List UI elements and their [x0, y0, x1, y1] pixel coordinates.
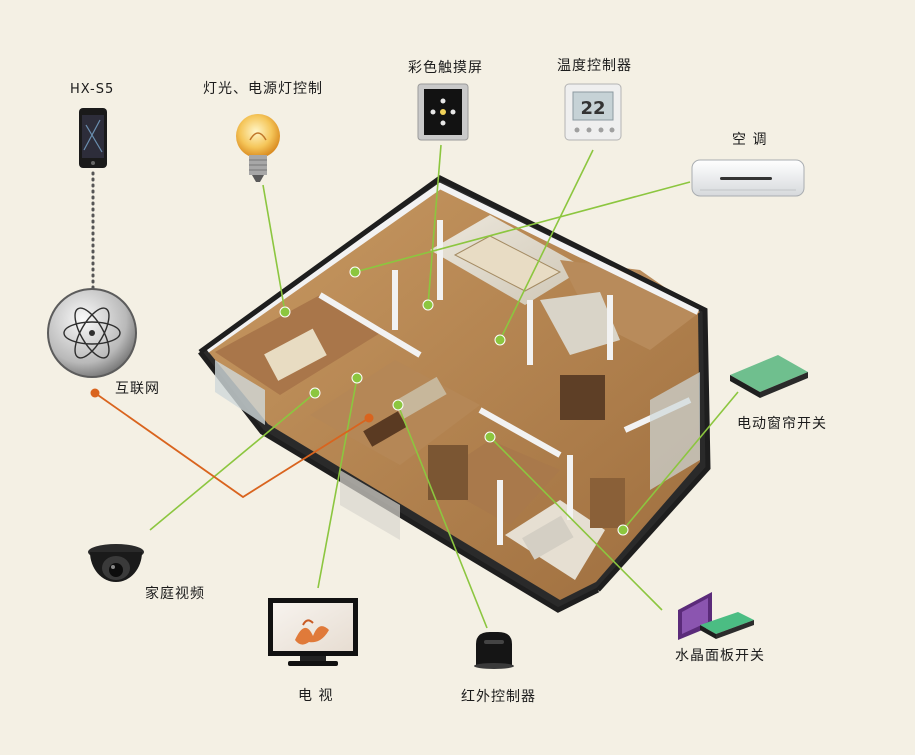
connection-lines [149, 144, 739, 629]
touchscreen-panel-icon [417, 83, 469, 141]
crystal-panel-label: 水晶面板开关 [675, 648, 765, 664]
line-tv [317, 377, 358, 589]
aircon-label: 空 调 [732, 132, 768, 148]
ir-controller-label: 红外控制器 [461, 689, 536, 705]
touchscreen-label: 彩色触摸屏 [408, 60, 483, 76]
thermostat-display: 22 [580, 98, 605, 119]
dot-ir [392, 399, 404, 411]
air-conditioner-icon [691, 159, 805, 197]
curtain-switch-icon [730, 355, 808, 398]
line-camera [149, 392, 316, 531]
smartphone-icon [79, 108, 107, 168]
ir-controller-icon [474, 632, 514, 669]
security-camera-icon [88, 544, 144, 582]
shelf-unit [560, 375, 605, 420]
dot-internet-end [364, 413, 374, 423]
internet-globe-icon [47, 288, 137, 378]
dot-light [279, 306, 291, 318]
camera-label: 家庭视频 [145, 586, 205, 602]
phone-label: HX-S5 [70, 82, 115, 97]
television-icon [268, 598, 358, 666]
right-room [560, 260, 700, 350]
window-left [215, 360, 265, 425]
dot-curtain [617, 524, 629, 536]
thermostat-icon: 22 [564, 83, 622, 141]
bed-left [264, 328, 327, 381]
sofa [393, 376, 447, 420]
wardrobe-2 [590, 478, 625, 528]
curtain-switch-label: 电动窗帘开关 [737, 416, 827, 432]
bathroom [540, 292, 620, 355]
coffee-table [363, 411, 407, 447]
light-bulb-icon [236, 114, 280, 182]
line-ir [397, 404, 488, 629]
dot-crystal [484, 431, 496, 443]
window-bottom [340, 470, 400, 540]
window-right [650, 372, 700, 490]
bed-lower [522, 515, 574, 560]
dot-touchscreen [422, 299, 434, 311]
kitchen-counter [453, 235, 562, 292]
connection-dots [279, 266, 629, 536]
dot-thermostat [494, 334, 506, 346]
walls [205, 182, 700, 545]
line-internet [94, 392, 370, 499]
floor-plan [198, 175, 711, 613]
internet-label: 互联网 [115, 381, 160, 397]
dot-tv [351, 372, 363, 384]
wardrobe-1 [428, 445, 468, 500]
dot-aircon [349, 266, 361, 278]
dot-camera [309, 387, 321, 399]
line-aircon [354, 181, 691, 273]
line-thermostat [499, 149, 594, 341]
line-touchscreen [427, 144, 442, 306]
line-light [262, 184, 286, 313]
tv-label: 电 视 [298, 688, 334, 704]
light-control-label: 灯光、电源灯控制 [203, 81, 323, 97]
thermostat-label: 温度控制器 [557, 58, 632, 74]
line-curtain [622, 391, 739, 531]
dot-internet-start [90, 388, 100, 398]
crystal-panel-switch-icon [678, 592, 754, 640]
line-crystal [489, 436, 663, 611]
